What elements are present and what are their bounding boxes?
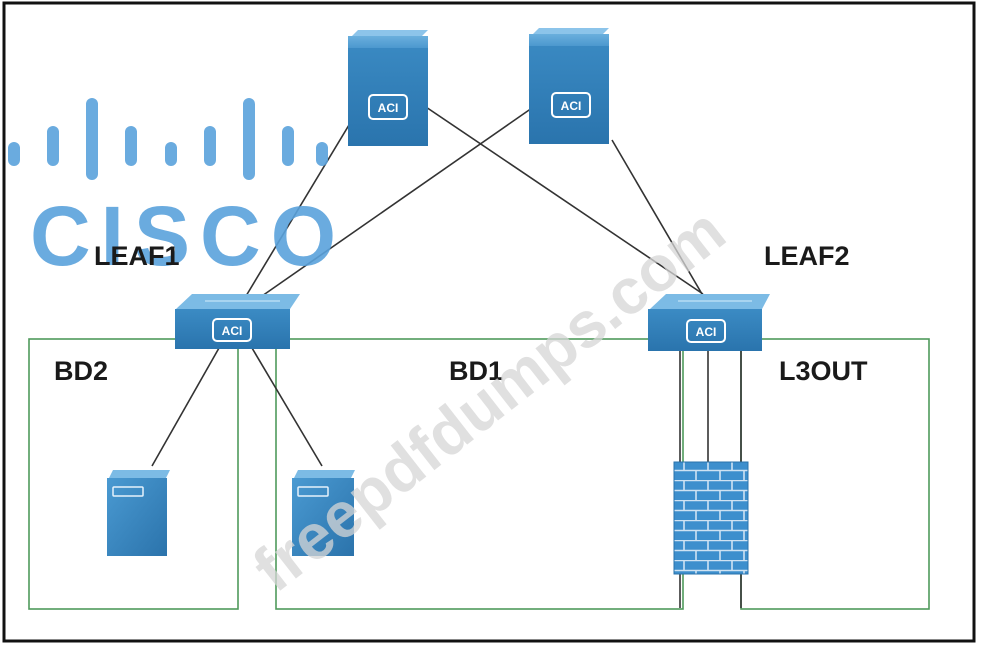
link-leaf1-server-bd2: [151, 347, 220, 467]
leaf2-label: LEAF2: [764, 241, 850, 271]
svg-text:ACI: ACI: [222, 324, 243, 338]
server-icon: [292, 470, 355, 556]
l3out-label: L3OUT: [779, 356, 868, 386]
bd2-region: [28, 338, 239, 610]
link-leaf1-server-bd1: [251, 347, 323, 467]
link-spine2-leaf1: [261, 107, 533, 297]
bd1-label: BD1: [449, 356, 504, 386]
leaf-switch-icon: ACI: [648, 294, 770, 608]
leaf-switch-icon: ACI: [175, 294, 300, 349]
cisco-logo-text: CISCO: [30, 189, 347, 283]
cisco-logo: [8, 98, 328, 180]
leaf1-label: LEAF1: [94, 241, 180, 271]
link-spine1-leaf1: [245, 119, 353, 297]
svg-text:ACI: ACI: [561, 99, 582, 113]
svg-text:ACI: ACI: [378, 101, 399, 115]
link-spine1-leaf2: [419, 102, 704, 295]
link-spine2-leaf2: [611, 139, 703, 295]
svg-text:ACI: ACI: [696, 325, 717, 339]
spine-switch-icon: ACI: [529, 28, 609, 144]
bd2-label: BD2: [54, 356, 109, 386]
connection-lines: [151, 102, 709, 467]
firewall-icon: [673, 461, 749, 575]
server-icon: [107, 470, 170, 556]
spine-switch-icon: ACI: [348, 30, 428, 146]
